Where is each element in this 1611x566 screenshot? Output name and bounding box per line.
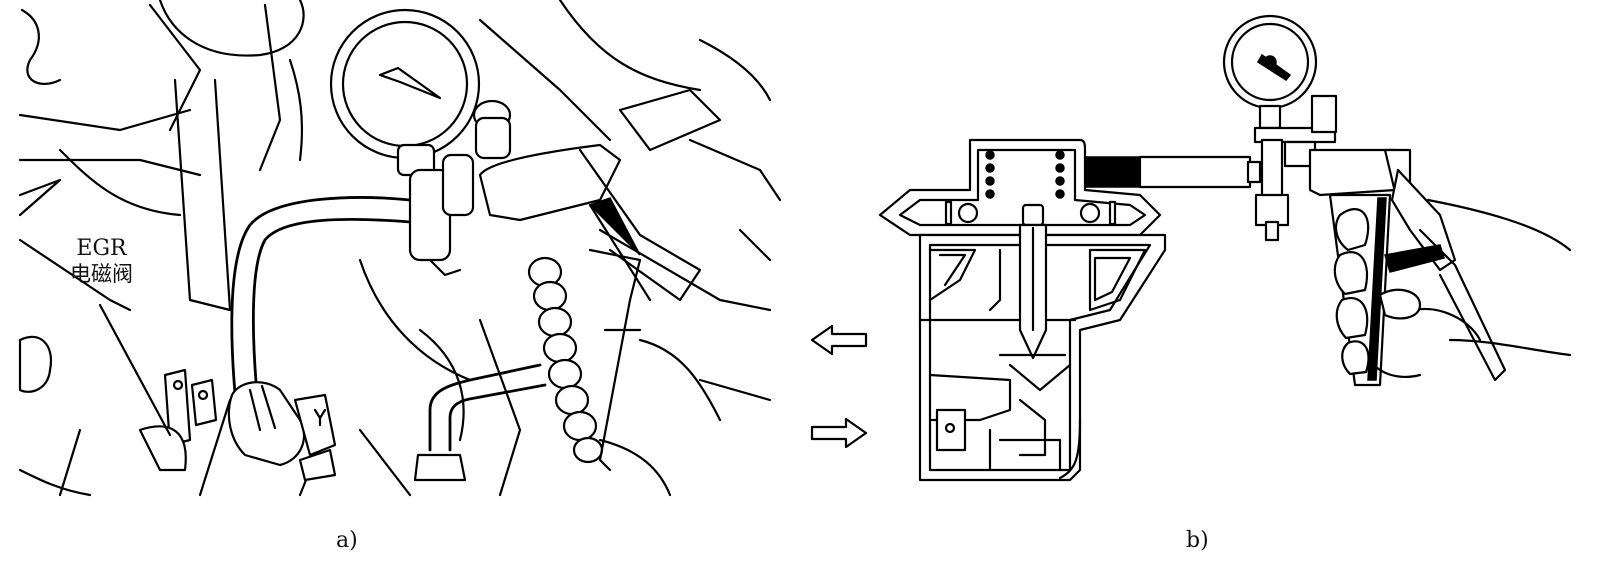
panel-b-egr-valve-section — [878, 138, 1262, 482]
egr-label-line2: 电磁阀 — [70, 262, 133, 286]
corrugated-hose — [527, 256, 604, 464]
caption-b: b) — [1186, 528, 1209, 553]
valve-springs — [985, 150, 1065, 199]
egr-solenoid-label: EGR 电磁阀 — [70, 238, 133, 285]
egr-label-line1: EGR — [76, 236, 127, 261]
caption-a: a) — [336, 528, 358, 553]
panel-a-engine-bay — [18, 0, 782, 497]
panel-b-vacuum-pump-gauge — [1222, 14, 1572, 387]
arrow-right-outline-icon — [810, 417, 868, 449]
arrow-left-outline-icon — [810, 324, 868, 356]
egr-leader-line — [98, 303, 172, 437]
egr-solenoid-valve — [138, 368, 337, 482]
